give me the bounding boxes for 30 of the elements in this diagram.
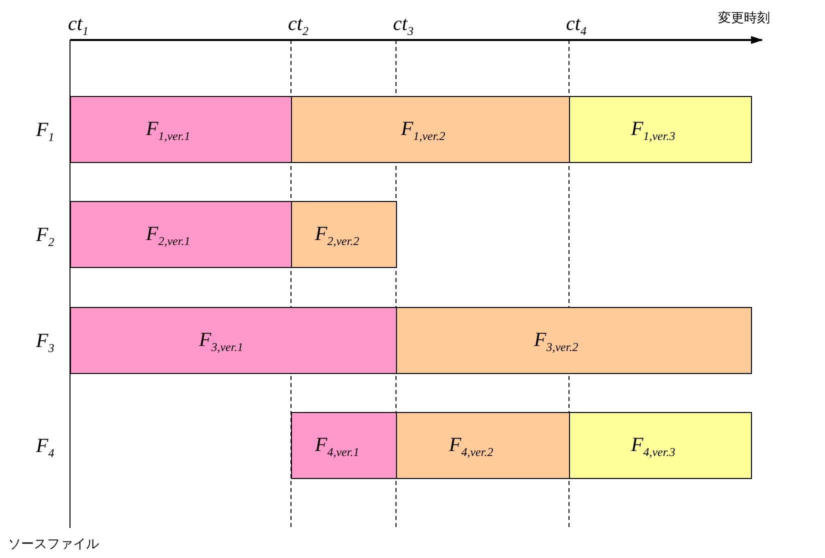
version-bar: [396, 412, 570, 479]
version-bar: [291, 412, 397, 479]
version-bar: [70, 307, 397, 374]
version-label: F$_{1,ver.3}$: [631, 119, 676, 142]
file-label: F$_{3}$: [36, 331, 54, 354]
version-bar: [291, 96, 570, 163]
version-label: F$_{4,ver.1}$: [315, 435, 360, 458]
version-label: F$_{4,ver.2}$: [449, 435, 494, 458]
version-bar: [291, 201, 397, 268]
time-point-label: ct$_{3}$: [393, 14, 414, 37]
version-bar: [70, 201, 292, 268]
version-label: F$_{4,ver.3}$: [631, 435, 676, 458]
version-label: F$_{2,ver.1}$: [146, 224, 190, 247]
file-label: F$_{4}$: [36, 436, 54, 459]
file-label: F$_{2}$: [36, 225, 54, 248]
version-bar: [70, 96, 292, 163]
version-bar: [569, 96, 752, 163]
version-bar: [569, 412, 752, 479]
version-label: F$_{1,ver.2}$: [401, 119, 446, 142]
axis-title: 変更時刻: [718, 12, 770, 25]
time-point-label: ct$_{4}$: [566, 14, 586, 37]
version-label: F$_{1,ver.1}$: [146, 119, 190, 142]
time-point-label: ct$_{2}$: [288, 14, 308, 37]
version-label: F$_{3,ver.1}$: [199, 330, 244, 353]
file-label: F$_{1}$: [36, 120, 54, 143]
time-point-label: ct$_{1}$: [68, 14, 88, 37]
version-bar: [396, 307, 752, 374]
axis-title: ソースファイル: [8, 538, 99, 551]
version-label: F$_{3,ver.2}$: [534, 330, 578, 353]
version-label: F$_{2,ver.2}$: [315, 224, 360, 247]
